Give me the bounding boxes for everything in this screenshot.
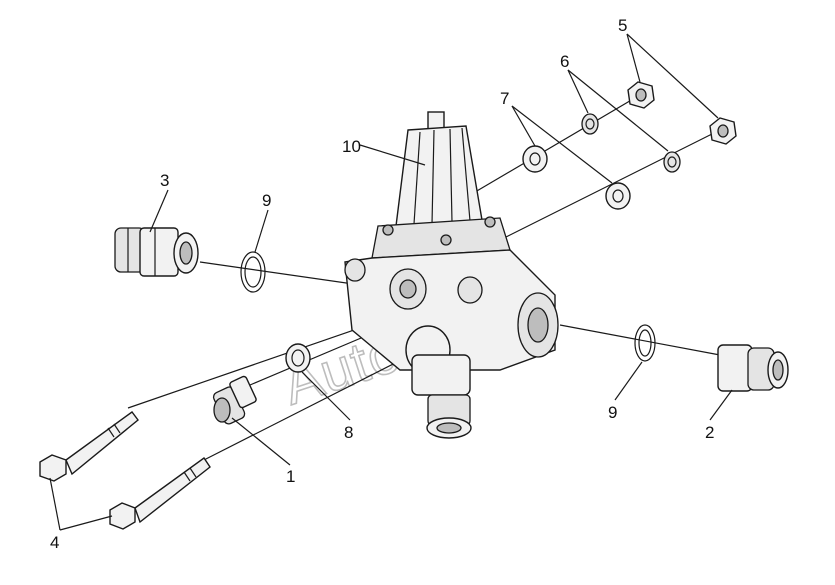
callout-9-right: 9	[608, 403, 617, 422]
fitting-right	[717, 344, 789, 392]
callout-8: 8	[344, 423, 353, 442]
callout-9-left: 9	[262, 191, 271, 210]
callout-2: 2	[705, 423, 714, 442]
callout-10: 10	[342, 137, 361, 156]
washer-left	[285, 343, 311, 373]
callout-6: 6	[560, 52, 569, 71]
callout-4: 4	[50, 533, 59, 552]
seal-ring-left	[240, 251, 266, 293]
seal-ring-right	[634, 324, 656, 362]
callout-labels: 1 2 3 4 5 6 7 8 9 9 10	[50, 16, 714, 552]
spring-washer-lower	[663, 151, 681, 173]
nut-upper	[627, 81, 655, 109]
bolt-lower	[109, 457, 211, 530]
callout-7: 7	[500, 89, 509, 108]
callout-1: 1	[286, 467, 295, 486]
fitting-left	[114, 227, 199, 277]
flat-washer-upper	[522, 145, 548, 173]
nut-lower	[709, 117, 737, 145]
bolt-upper	[39, 411, 139, 482]
small-fitting	[212, 375, 257, 425]
valve-body	[344, 111, 559, 439]
callout-3: 3	[160, 171, 169, 190]
spring-washer-upper	[581, 113, 599, 135]
flat-washer-lower	[605, 182, 631, 210]
leader-lines	[49, 33, 733, 531]
callout-5: 5	[618, 16, 627, 35]
